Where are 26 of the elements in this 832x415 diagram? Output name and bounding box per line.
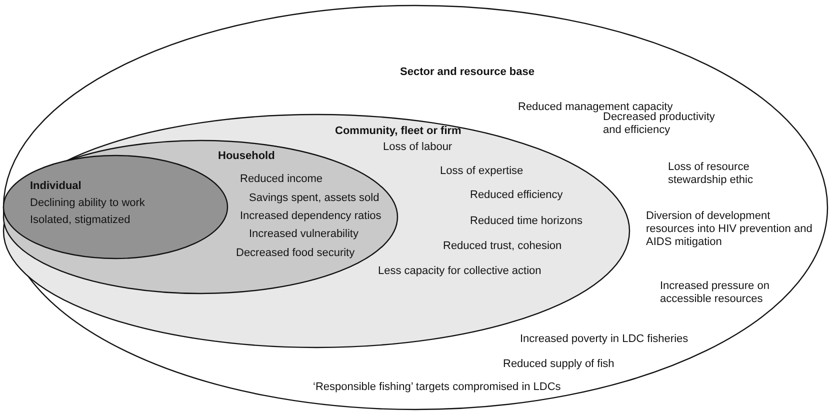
impact-item: Diversion of development resources into HIV prevention and AIDS mitigation: [646, 210, 814, 249]
impact-item: Isolated, stigmatized: [30, 214, 130, 227]
impact-item: Reduced time horizons: [470, 215, 583, 228]
impact-item: Reduced supply of fish: [503, 358, 614, 371]
impact-item: Reduced trust, cohesion: [443, 240, 562, 253]
impact-item: Less capacity for collective action: [378, 265, 542, 278]
impact-item: Loss of labour: [383, 141, 452, 154]
region-heading: Household: [218, 150, 275, 163]
impact-item: Increased vulnerability: [249, 228, 358, 241]
impact-item: ‘Responsible fishing’ targets compromised in LDCs: [313, 381, 561, 394]
impact-item: Savings spent, assets sold: [249, 192, 380, 205]
impact-item: Reduced income: [240, 173, 323, 186]
impact-item: Declining ability to work: [30, 197, 145, 210]
impact-item: Decreased food security: [236, 247, 355, 260]
impact-item: Increased pressure on accessible resources: [660, 280, 770, 306]
ellipse-region: [3, 5, 828, 410]
region-heading: Community, fleet or firm: [335, 125, 462, 138]
impact-item: Loss of resource stewardship ethic: [668, 161, 754, 187]
region-heading: Individual: [30, 180, 82, 193]
impact-item: Decreased productivity and efficiency: [603, 111, 716, 137]
impact-item: Reduced efficiency: [470, 189, 563, 202]
impact-item: Loss of expertise: [440, 165, 524, 178]
impact-item: Increased poverty in LDC fisheries: [520, 333, 688, 346]
region-heading: Sector and resource base: [400, 66, 535, 79]
impact-item: Reduced management capacity: [518, 101, 673, 113]
impact-item: Increased dependency ratios: [240, 210, 382, 223]
